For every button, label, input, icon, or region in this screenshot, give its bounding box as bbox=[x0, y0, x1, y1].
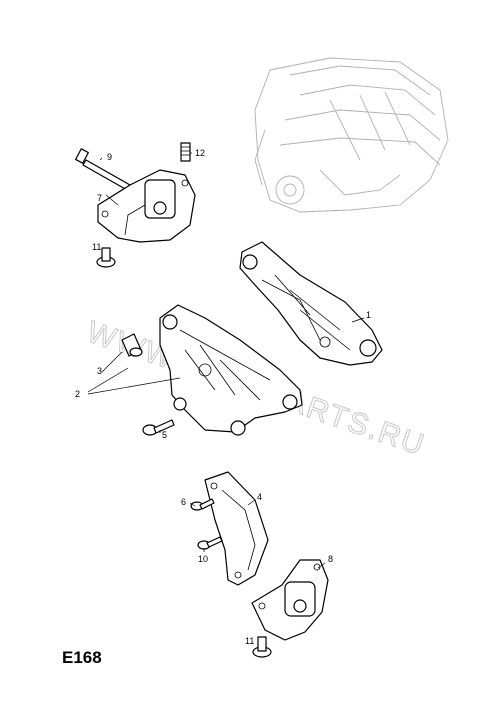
callout-3: 3 bbox=[97, 366, 102, 376]
callout-9: 9 bbox=[107, 152, 112, 162]
callout-11-lower: 11 bbox=[245, 636, 254, 646]
part-bolt-6 bbox=[190, 498, 215, 511]
callout-11-upper: 11 bbox=[92, 242, 101, 252]
part-bracket-1 bbox=[239, 241, 383, 366]
part-plate-4 bbox=[204, 471, 269, 586]
callout-4: 4 bbox=[257, 492, 262, 502]
part-carrier-2 bbox=[159, 304, 303, 436]
part-mount-8 bbox=[251, 559, 329, 641]
part-bolt-5 bbox=[142, 419, 175, 436]
part-bolt-10 bbox=[197, 536, 223, 550]
part-bolt-11-upper bbox=[96, 247, 116, 268]
callout-1: 1 bbox=[366, 310, 371, 320]
part-bushing-3 bbox=[121, 333, 143, 357]
callout-2: 2 bbox=[75, 389, 80, 399]
callout-7: 7 bbox=[97, 193, 102, 203]
diagram-code: E168 bbox=[62, 648, 102, 667]
part-stud-12 bbox=[180, 142, 191, 162]
callout-8: 8 bbox=[328, 554, 333, 564]
part-bolt-11-lower bbox=[252, 636, 272, 658]
callout-12: 12 bbox=[195, 148, 205, 158]
callout-6: 6 bbox=[181, 497, 186, 507]
callout-5: 5 bbox=[162, 430, 167, 440]
callout-10: 10 bbox=[198, 554, 208, 564]
part-bolt-9 bbox=[75, 148, 131, 191]
leader-lines bbox=[87, 152, 365, 569]
engine-illustration bbox=[254, 57, 449, 213]
part-mount-7 bbox=[97, 169, 196, 243]
